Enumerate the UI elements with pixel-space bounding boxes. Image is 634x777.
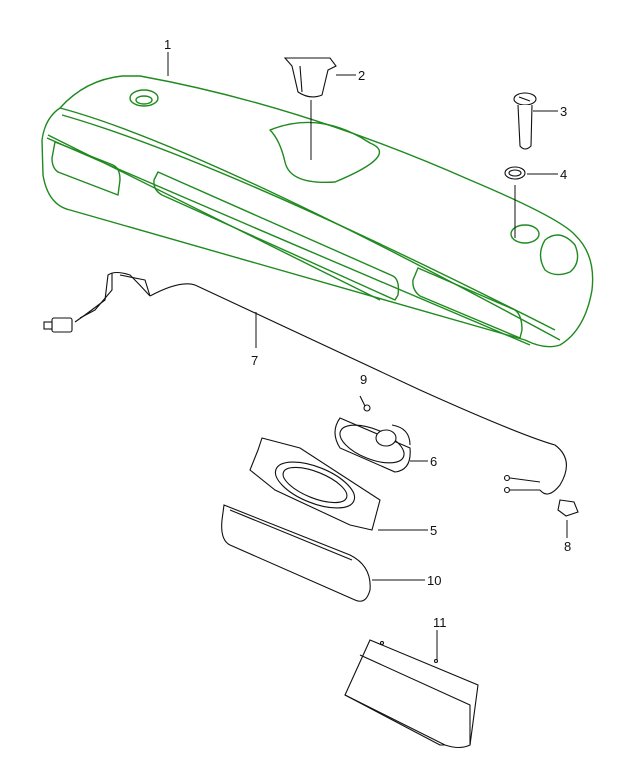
callout-3: 3 <box>560 104 567 119</box>
callout-1: 1 <box>164 37 171 52</box>
screw <box>359 395 371 412</box>
console-housing <box>41 75 594 348</box>
speaker-bracket <box>249 437 381 531</box>
washer <box>504 166 526 180</box>
callout-6: 6 <box>430 454 437 469</box>
callout-5: 5 <box>430 523 437 538</box>
clip <box>557 499 579 517</box>
speaker <box>334 417 411 473</box>
wiring-harness <box>43 271 567 495</box>
callout-11: 11 <box>433 615 447 630</box>
callout-2: 2 <box>358 68 365 83</box>
pin <box>513 92 537 150</box>
callout-10: 10 <box>427 573 441 588</box>
callout-7: 7 <box>251 353 258 368</box>
callout-4: 4 <box>560 167 567 182</box>
callout-9: 9 <box>360 372 367 387</box>
speaker-grille <box>221 504 371 602</box>
cup-insert <box>283 57 337 98</box>
storage-tray <box>344 639 479 749</box>
callout-8: 8 <box>564 539 571 554</box>
